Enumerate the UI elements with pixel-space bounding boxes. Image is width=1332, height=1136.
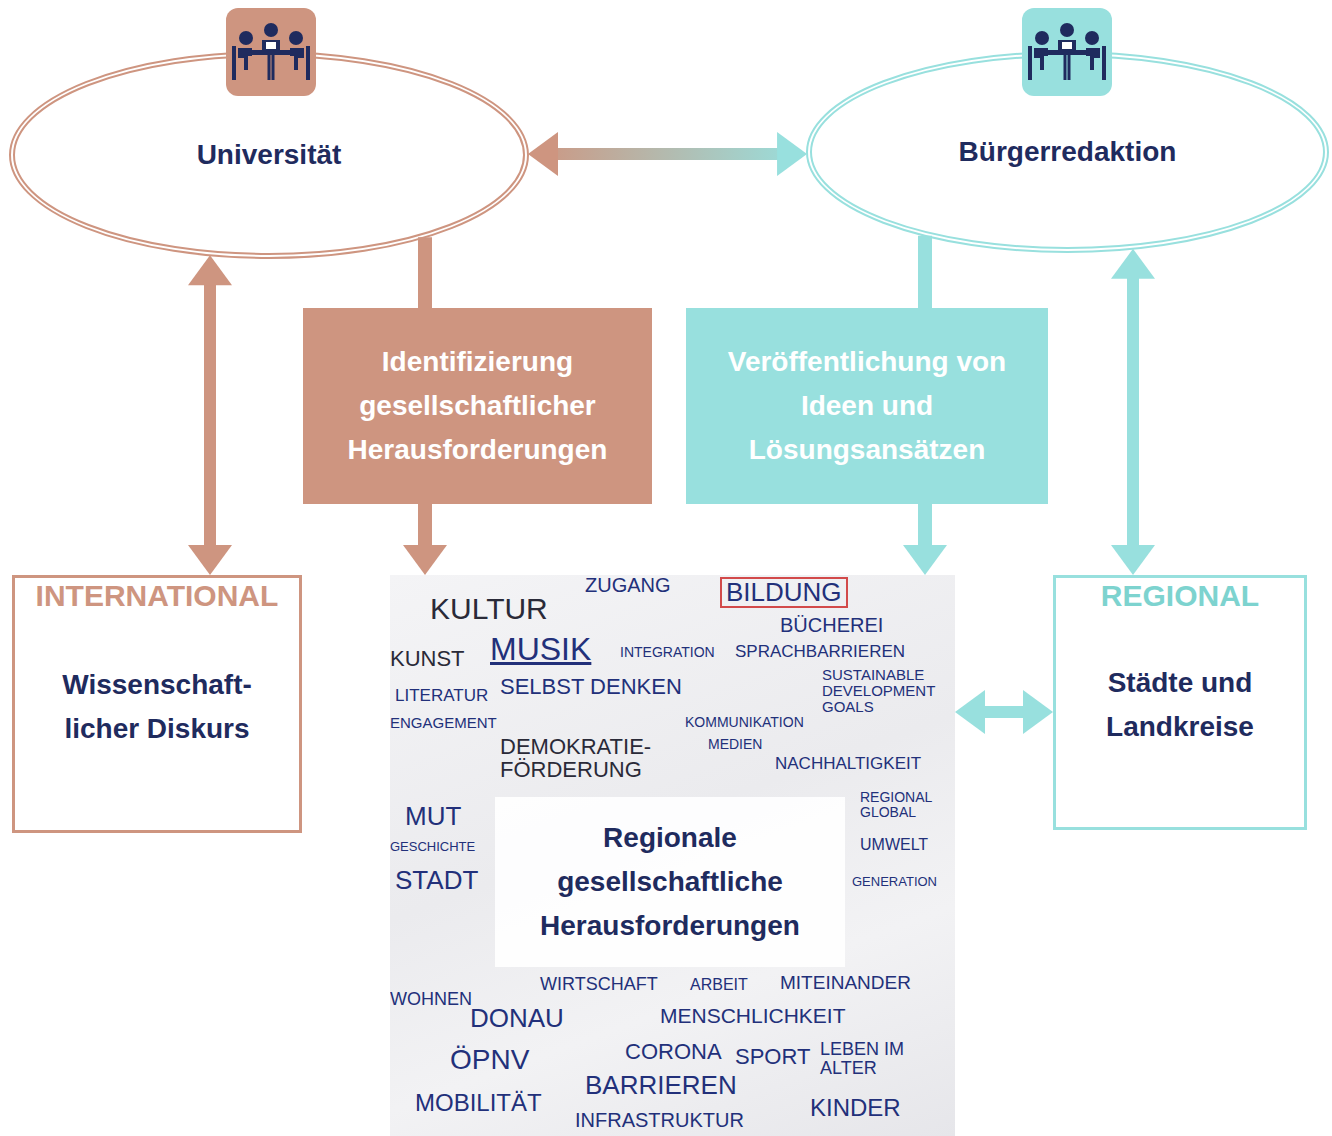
arrowhead (1111, 249, 1155, 279)
arrowhead (188, 545, 232, 575)
connector-arrow (955, 690, 1053, 734)
box-text: Wissenschaft- licher Diskurs (42, 613, 272, 830)
arrowhead (188, 255, 232, 285)
connector-arrow (903, 504, 947, 575)
connector-line (418, 504, 432, 547)
node-title: Bürgerredaktion (959, 136, 1177, 168)
handwritten-word: REGIONAL GLOBAL (860, 790, 950, 819)
box-text: Identifizierung gesellschaftlicher Herau… (317, 340, 638, 472)
process-box: Veröffentlichung von Ideen und Lösungsan… (686, 308, 1048, 504)
meeting-icon (1022, 8, 1112, 96)
box-text: Veröffentlichung von Ideen und Lösungsan… (700, 340, 1034, 472)
arrowhead (903, 545, 947, 575)
arrowhead (403, 545, 447, 575)
scope-heading: REGIONAL (1099, 579, 1261, 613)
arrowhead (528, 132, 558, 176)
handwritten-word: BILDUNG (720, 577, 848, 608)
scope-box: REGIONALStädte und Landkreise (1053, 575, 1307, 830)
handwritten-word: LEBEN IM ALTER (820, 1040, 938, 1078)
box-text: Städte und Landkreise (1065, 613, 1295, 827)
connector-line (1127, 277, 1139, 547)
connector-line (983, 706, 1025, 718)
handwritten-word: GENERATION (852, 875, 937, 889)
handwritten-word: CORONA (625, 1040, 722, 1063)
node-title: Universität (197, 139, 342, 171)
handwritten-word: MEDIEN (708, 737, 762, 752)
handwritten-word: KINDER (810, 1095, 901, 1120)
connector-line (918, 236, 932, 308)
handwritten-word: NACHHALTIGKEIT (775, 755, 921, 773)
handwritten-word: MUSIK (490, 633, 591, 667)
handwritten-word: DEMOKRATIE- FÖRDERUNG (500, 735, 680, 781)
handwritten-word: ARBEIT (690, 977, 748, 994)
handwritten-word: BÜCHEREI (780, 615, 883, 636)
connector-arrow (403, 504, 447, 575)
handwritten-word: BARRIEREN (585, 1072, 737, 1099)
photo-caption-box: Regionale gesellschaftliche Herausforder… (495, 797, 845, 967)
institution-ellipse: Bürgerredaktion (805, 50, 1330, 254)
arrowhead (1111, 545, 1155, 575)
handwritten-word: ZUGANG (585, 575, 671, 596)
handwritten-word: ENGAGEMENT (390, 715, 497, 731)
handwritten-word: STADT (395, 867, 478, 894)
handwritten-word: SELBST DENKEN (500, 675, 682, 698)
handwritten-word: GESCHICHTE (390, 840, 475, 854)
handwritten-word: MENSCHLICHKEIT (660, 1005, 846, 1027)
handwritten-word: MITEINANDER (780, 973, 911, 993)
handwritten-word: SPORT (735, 1045, 810, 1068)
scope-heading: INTERNATIONAL (34, 579, 281, 613)
handwritten-word: KUNST (390, 647, 465, 670)
handwritten-word: SPRACHBARRIEREN (735, 643, 905, 661)
connector-line (556, 148, 779, 160)
connector-arrow (925, 236, 926, 308)
handwritten-word: UMWELT (860, 837, 928, 854)
connector-arrow (425, 237, 426, 308)
handwritten-word: WOHNEN (390, 990, 472, 1009)
photo-panel: ZUGANG KULTUR BILDUNG BÜCHEREI MUSIK INTEGRAT… (390, 575, 955, 1136)
handwritten-word: WIRTSCHAFT (540, 975, 658, 994)
handwritten-word: ÖPNV (450, 1045, 529, 1074)
scope-box: INTERNATIONALWissenschaft- licher Diskur… (12, 575, 302, 833)
connector-line (418, 237, 432, 308)
connector-arrow (188, 255, 232, 575)
arrowhead (1023, 690, 1053, 734)
handwritten-word: SUSTAINABLE DEVELOPMENT GOALS (822, 667, 950, 714)
handwritten-word: KOMMUNIKATION (685, 715, 804, 730)
handwritten-word: MUT (405, 803, 461, 830)
arrowhead (777, 132, 807, 176)
connector-arrow (528, 132, 807, 176)
handwritten-word: INTEGRATION (620, 645, 715, 660)
institution-ellipse: Universität (8, 50, 530, 260)
handwritten-word: MOBILITÄT (415, 1090, 542, 1115)
arrowhead (955, 690, 985, 734)
connector-line (918, 504, 932, 547)
meeting-icon (226, 8, 316, 96)
connector-line (204, 283, 216, 547)
handwritten-word: DONAU (470, 1005, 564, 1032)
handwritten-word: KULTUR (430, 593, 548, 625)
connector-arrow (1111, 249, 1155, 575)
process-box: Identifizierung gesellschaftlicher Herau… (303, 308, 652, 504)
handwritten-word: LITERATUR (395, 687, 488, 705)
handwritten-word: INFRASTRUKTUR (575, 1110, 744, 1131)
